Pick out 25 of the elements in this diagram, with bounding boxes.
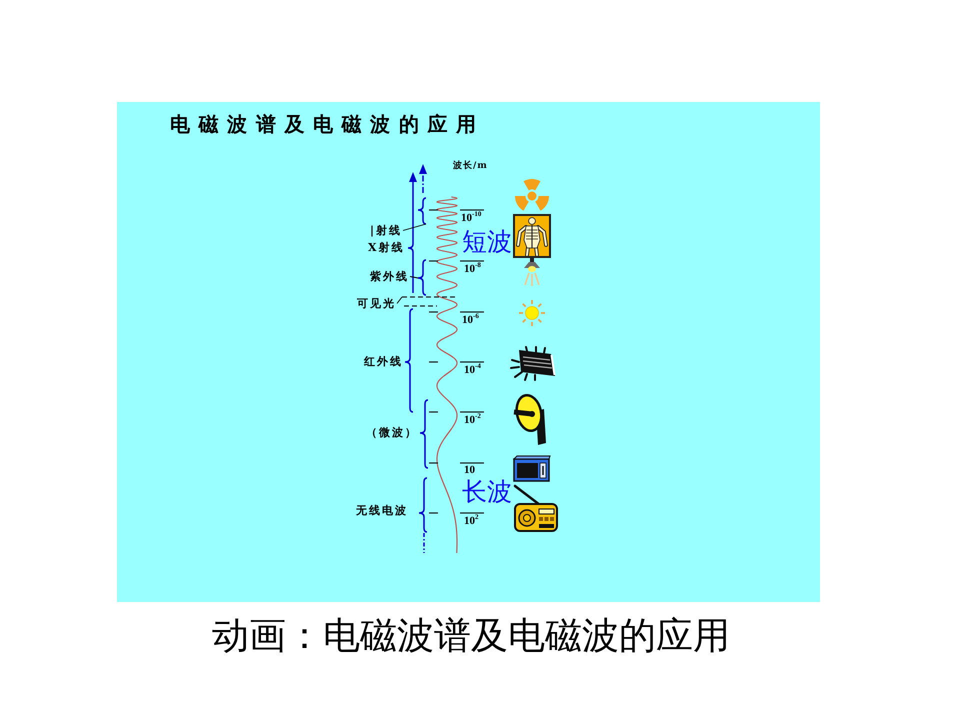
diagram-title: 电磁波谱及电磁波的应用 <box>170 114 485 134</box>
caption: 动画：电磁波谱及电磁波的应用 <box>212 617 730 654</box>
tick-label: 10$^{-4}$ <box>464 363 481 376</box>
tick-label: 10$^{-10}$ <box>461 211 482 224</box>
wave-label: 长波 <box>462 479 512 504</box>
brace <box>417 197 426 225</box>
band-label: |射线 <box>370 225 402 236</box>
dashed-lines <box>402 296 458 306</box>
leader-line <box>402 224 426 231</box>
band-label: 红外线 <box>364 356 403 367</box>
axis-title: 波长/m <box>453 162 488 171</box>
leader-line <box>410 276 418 278</box>
band-label: （微波） <box>366 427 418 438</box>
tick-label: 10$^{-2}$ <box>464 413 481 426</box>
wave-label: 短波 <box>462 229 512 254</box>
band-label: X射线 <box>368 242 405 253</box>
band-label: 紫外线 <box>370 271 409 282</box>
tick-label: 10$^{-6}$ <box>462 313 479 326</box>
tick-label: 10$^{2}$ <box>464 514 478 527</box>
leader-line <box>396 296 402 304</box>
band-label: 可见光 <box>357 298 396 309</box>
band-label: 无线电波 <box>356 505 408 516</box>
brace <box>417 259 426 296</box>
tick-label: 10$^{-8}$ <box>464 262 481 275</box>
tick-label: 10 <box>464 465 475 476</box>
